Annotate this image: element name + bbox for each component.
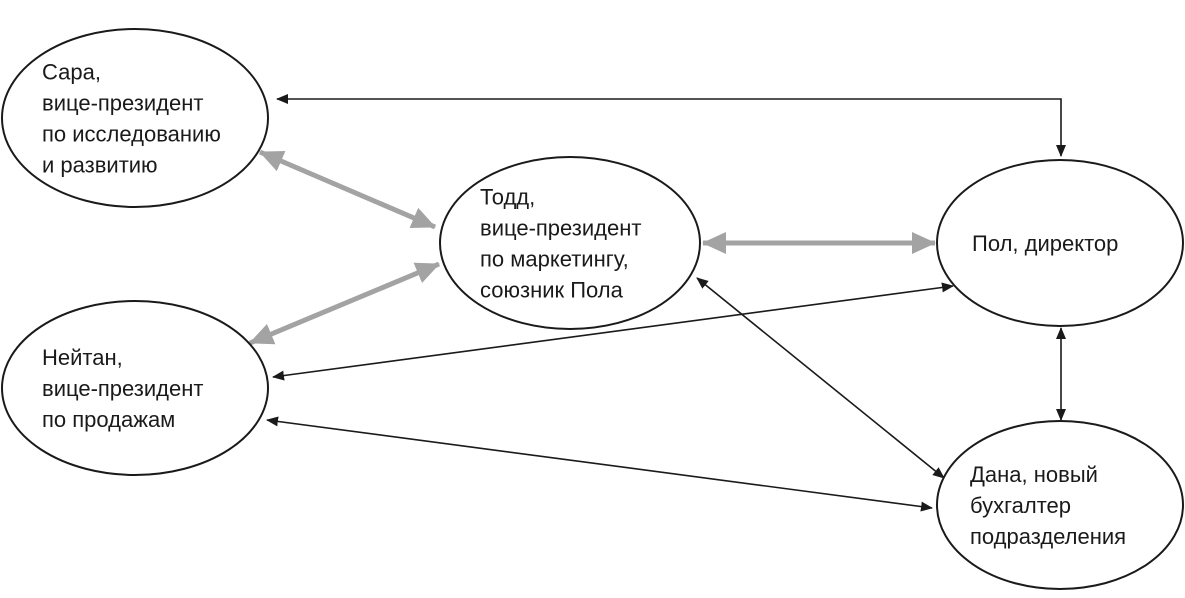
nodes-layer: Сара, вице-президент по исследованию и разв…	[1, 28, 1184, 590]
node-todd-label-line: по маркетингу,	[480, 247, 629, 272]
node-dana: Дана, новый бухгалтер подразделения	[936, 420, 1184, 590]
node-dana-label-line: Дана, новый	[970, 462, 1098, 487]
node-todd-label-line: вице-президент	[480, 216, 641, 241]
node-nathan: Нейтан, вице-президент по продажам	[1, 300, 269, 476]
node-nathan-label-line: по продажам	[42, 407, 175, 432]
node-paul: Пол, директор	[936, 159, 1184, 327]
node-dana-label-line: подразделения	[970, 524, 1126, 549]
arrow-todd-dana	[696, 277, 945, 479]
node-paul-label-line: Пол, директор	[972, 231, 1118, 256]
node-todd-label-line: Тодд,	[480, 185, 535, 210]
node-paul-oval	[936, 159, 1184, 327]
node-sara-label-line: и развитию	[42, 153, 158, 178]
node-sara-label-line: Сара,	[42, 60, 101, 85]
node-nathan-oval	[1, 300, 269, 476]
edges-layer	[249, 94, 1066, 512]
node-todd: Тодд, вице-президент по маркетингу, союзник…	[439, 156, 701, 330]
arrow-nathan-todd	[249, 261, 440, 346]
node-sara-label-line: вице-президент	[42, 91, 203, 116]
node-nathan-label-line: Нейтан,	[42, 345, 123, 370]
arrow-sara-todd	[259, 149, 436, 230]
node-dana-label-line: бухгалтер	[970, 493, 1071, 518]
node-sara-label-line: по исследованию	[42, 122, 221, 147]
node-sara-oval	[1, 28, 269, 208]
node-todd-oval	[439, 156, 701, 330]
node-sara: Сара, вице-президент по исследованию и разв…	[1, 28, 269, 208]
node-todd-label-line: союзник Пола	[480, 278, 624, 303]
node-nathan-label-line: вице-президент	[42, 376, 203, 401]
arrow-nathan-dana	[266, 416, 933, 512]
arrow-sara-paul	[276, 94, 1066, 157]
node-dana-oval	[936, 420, 1184, 590]
